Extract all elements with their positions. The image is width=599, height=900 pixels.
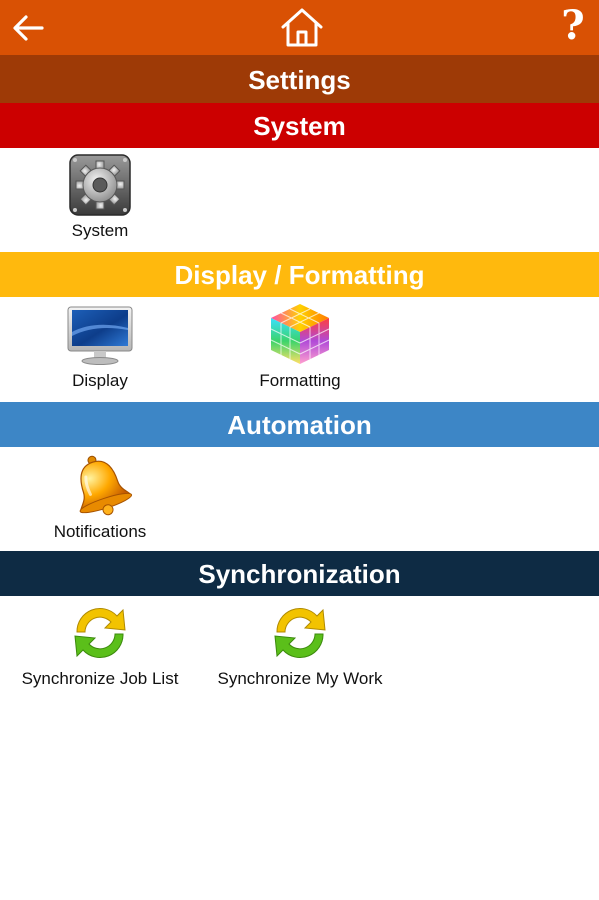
tile-display[interactable]: Display [10, 302, 190, 391]
tile-label-synchronize-job-list: Synchronize Job List [21, 669, 179, 688]
tile-formatting[interactable]: Formatting [210, 300, 390, 391]
bell-icon [79, 455, 133, 516]
section-header-automation: Automation [0, 402, 599, 447]
tile-label-synchronize-my-work: Synchronize My Work [217, 669, 383, 688]
tile-synchronize-my-work[interactable]: Synchronize My Work [210, 600, 390, 689]
section-header-display-formatting: Display / Formatting [0, 252, 599, 297]
tile-synchronize-job-list[interactable]: Synchronize Job List [10, 600, 190, 689]
section-header-synchronization: Synchronization [0, 551, 599, 596]
top-bar: ? [0, 0, 599, 55]
gear-icon [69, 154, 131, 216]
arrow-left-icon[interactable] [8, 8, 48, 48]
monitor-icon [67, 306, 133, 365]
tile-label-formatting: Formatting [259, 371, 341, 390]
sync-icon [74, 607, 126, 659]
tile-label-system: System [71, 221, 129, 240]
tile-label-notifications: Notifications [53, 522, 147, 541]
tile-system[interactable]: System [10, 152, 190, 241]
page-title: Settings [0, 55, 599, 103]
section-header-system: System [0, 103, 599, 148]
tile-notifications[interactable]: Notifications [10, 451, 190, 542]
sync-icon [274, 607, 326, 659]
home-icon[interactable] [278, 5, 326, 49]
tile-label-display: Display [72, 371, 128, 390]
color-cube-icon [270, 304, 330, 364]
help-button[interactable]: ? [561, 2, 585, 49]
